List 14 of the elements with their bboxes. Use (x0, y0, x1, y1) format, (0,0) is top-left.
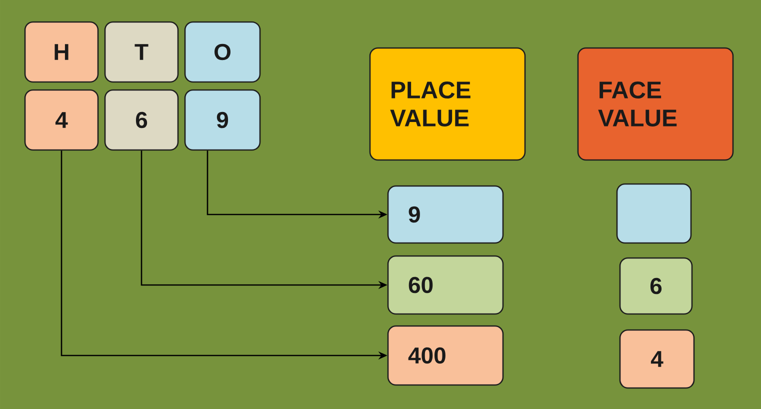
value-box: 60 (387, 255, 504, 315)
digit-box: H (24, 21, 99, 83)
value-box: 6 (619, 257, 693, 315)
digit-box: T (104, 21, 179, 83)
value-box: 4 (619, 329, 695, 389)
digit-box: 9 (184, 89, 261, 151)
heading-box: FACE VALUE (577, 47, 734, 161)
heading-box: PLACE VALUE (369, 47, 526, 161)
digit-box: 6 (104, 89, 179, 151)
digit-box: 4 (24, 89, 99, 151)
digit-box: O (184, 21, 261, 83)
empty-box (616, 183, 692, 244)
value-box: 400 (387, 325, 504, 386)
value-box: 9 (387, 185, 504, 244)
